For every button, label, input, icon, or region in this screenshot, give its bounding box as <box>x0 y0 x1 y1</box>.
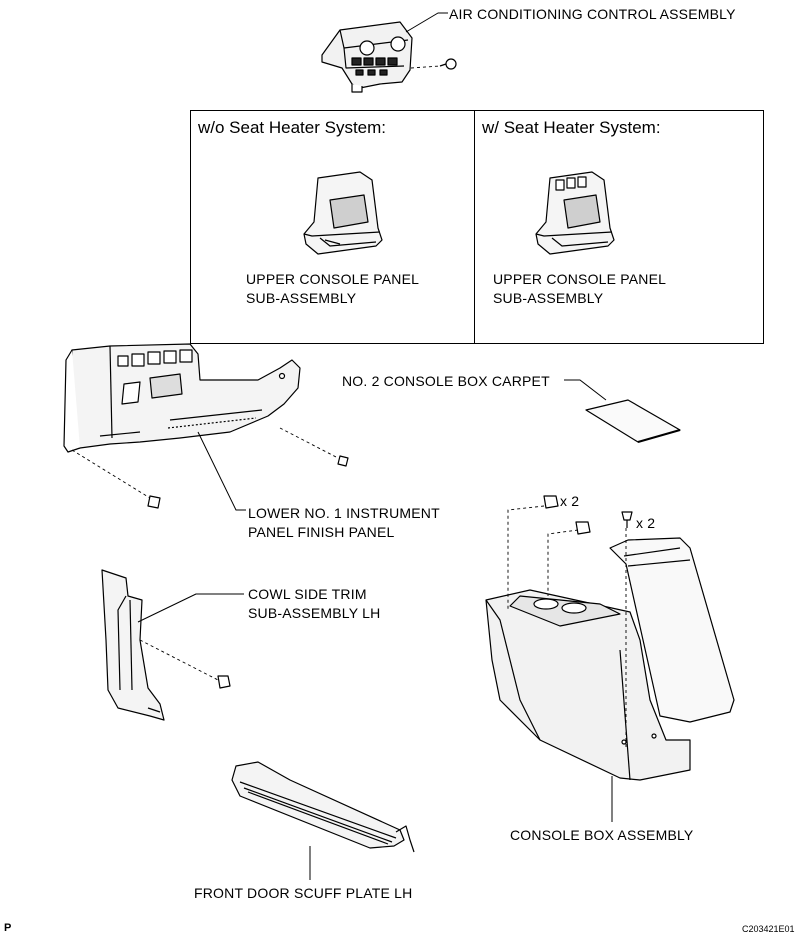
upper-console-panel-left-label-line2: SUB-ASSEMBLY <box>246 290 357 306</box>
upper-console-panel-right-part <box>535 171 615 255</box>
without-seat-heater-header: w/o Seat Heater System: <box>198 118 387 137</box>
ac-control-assembly-label: AIR CONDITIONING CONTROL ASSEMBLY <box>449 6 736 22</box>
console-box-carpet-part <box>585 399 681 443</box>
bolt-icon <box>147 495 161 509</box>
variant-divider <box>474 110 475 344</box>
clip-quantity-label: x 2 <box>560 493 580 509</box>
upper-console-panel-right-label-line1: UPPER CONSOLE PANEL <box>493 271 667 287</box>
screw-quantity-label: x 2 <box>636 515 656 531</box>
with-seat-heater-header: w/ Seat Heater System: <box>482 118 661 137</box>
clip-icon <box>575 521 591 535</box>
ac-control-assembly-part <box>321 21 413 93</box>
upper-console-panel-left-part <box>303 171 383 255</box>
clip-icon <box>217 675 231 689</box>
bolt-icon <box>337 455 349 467</box>
cowl-side-trim-part <box>101 569 165 721</box>
variant-comparison-box <box>190 110 764 344</box>
screw-icon <box>439 58 457 70</box>
clip-icon <box>543 495 559 509</box>
figure-id: C203421E01 <box>742 924 795 934</box>
console-box-assembly-label: CONSOLE BOX ASSEMBLY <box>510 827 694 843</box>
cowl-side-trim-label-line1: COWL SIDE TRIM <box>248 586 367 602</box>
cowl-side-trim-label-line2: SUB-ASSEMBLY LH <box>248 605 381 621</box>
upper-console-panel-left-label-line1: UPPER CONSOLE PANEL <box>246 271 420 287</box>
lower-instrument-panel-label-line2: PANEL FINISH PANEL <box>248 524 395 540</box>
upper-console-panel-right-label-line2: SUB-ASSEMBLY <box>493 290 604 306</box>
console-box-assembly-part <box>485 537 735 781</box>
page-mark: P <box>4 922 12 934</box>
front-door-scuff-plate-label: FRONT DOOR SCUFF PLATE LH <box>194 885 413 901</box>
console-box-carpet-label: NO. 2 CONSOLE BOX CARPET <box>342 373 550 389</box>
lower-instrument-panel-label-line1: LOWER NO. 1 INSTRUMENT <box>248 505 440 521</box>
screw-icon <box>621 511 633 528</box>
front-door-scuff-plate-part <box>231 761 415 853</box>
lower-instrument-panel-part <box>63 343 301 453</box>
